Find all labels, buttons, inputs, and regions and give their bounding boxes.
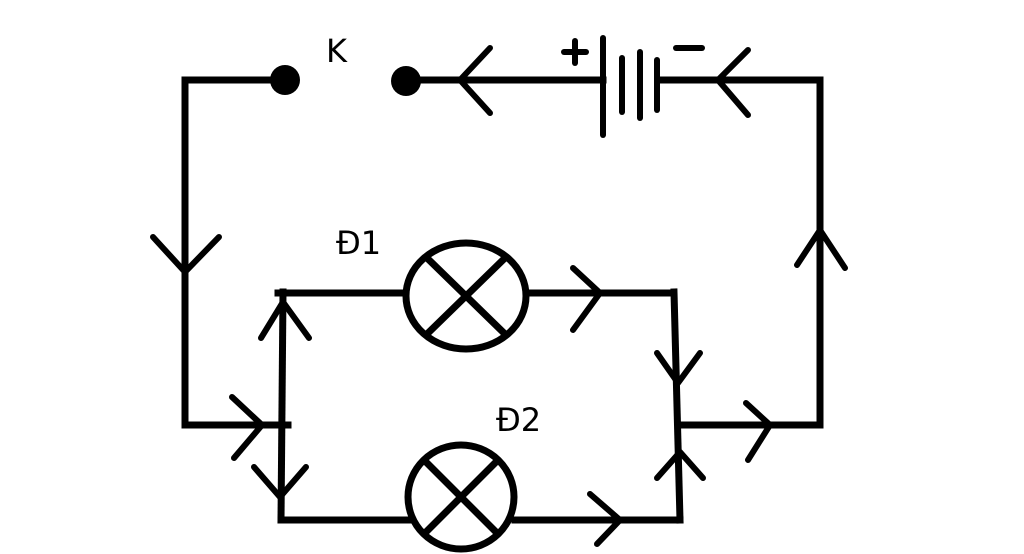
arrow-up-icon xyxy=(794,227,848,271)
junction-left-wire xyxy=(277,288,287,524)
junction-right-wire xyxy=(670,288,684,524)
arrow-right-icon xyxy=(570,265,603,333)
switch-contact-right xyxy=(391,66,421,96)
arrow-up-icon xyxy=(654,449,706,481)
lamp-d2: Đ2 xyxy=(404,401,541,553)
lamp-d1-label: Đ1 xyxy=(336,224,381,262)
parallel-branch-wires xyxy=(274,288,684,524)
switch-contact-left xyxy=(270,65,300,95)
arrow-down-icon xyxy=(251,464,309,500)
current-arrows xyxy=(150,45,848,547)
battery xyxy=(561,35,705,138)
arrow-left-icon xyxy=(457,45,493,116)
switch-k: K xyxy=(270,32,421,96)
arrow-right-icon xyxy=(587,491,623,547)
main-loop-wires xyxy=(181,76,824,429)
arrow-left-icon xyxy=(715,47,751,118)
arrow-right-icon xyxy=(743,400,773,463)
arrow-right-icon xyxy=(229,394,265,461)
arrow-up-icon xyxy=(258,299,312,341)
lamp-d1: Đ1 xyxy=(336,224,530,353)
switch-label: K xyxy=(326,32,348,70)
arrow-down-icon xyxy=(654,350,703,386)
arrow-down-icon xyxy=(150,234,222,275)
plus-sign-icon xyxy=(561,38,589,66)
lamp-d2-label: Đ2 xyxy=(496,401,541,439)
